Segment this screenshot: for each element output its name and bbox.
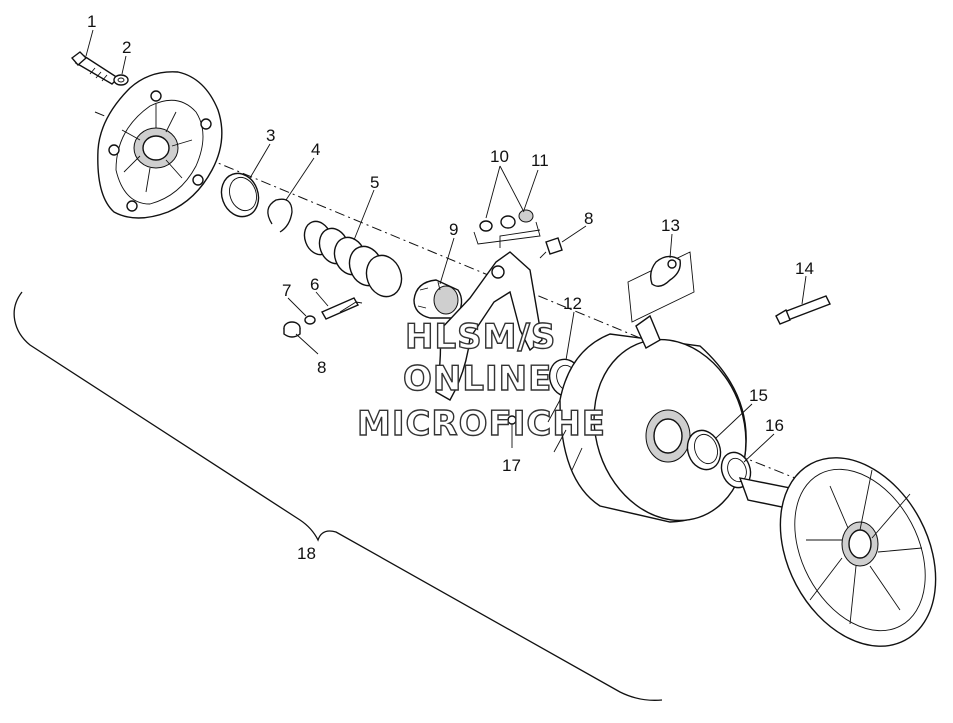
part-small-washer [304, 315, 316, 325]
part-cover-plate [97, 71, 223, 219]
watermark-line-3: MICROFICHE [357, 404, 606, 444]
callout-15: 15 [749, 386, 768, 405]
part-rollers [473, 209, 541, 245]
callout-16: 16 [765, 416, 784, 435]
part-screw [507, 415, 517, 440]
callout-7: 7 [282, 281, 291, 300]
callout-14: 14 [795, 259, 814, 278]
callout-13: 13 [661, 216, 680, 235]
part-spider-arm [435, 229, 543, 401]
part-moveable-sheave [547, 314, 747, 523]
part-spider [413, 279, 463, 319]
part-clip [627, 251, 695, 323]
callout-8-upper: 8 [584, 209, 593, 228]
callout-4: 4 [311, 140, 320, 159]
callout-10: 10 [490, 147, 509, 166]
callout-2: 2 [122, 38, 131, 57]
part-button-lower [283, 321, 301, 338]
callout-12: 12 [563, 294, 582, 313]
part-bolt [70, 51, 120, 85]
assembly-axis-line-lower [699, 439, 801, 481]
callout-17: 17 [502, 456, 521, 475]
part-bushing-upper [539, 237, 563, 259]
callout-1: 1 [87, 12, 96, 31]
assembly-bracket [13, 291, 663, 701]
part-spring [303, 220, 403, 298]
part-bushing-15 [686, 429, 722, 471]
callout-3: 3 [266, 126, 275, 145]
leader-lines [85, 29, 807, 463]
callout-5: 5 [370, 173, 379, 192]
callout-9: 9 [449, 220, 458, 239]
part-pin [321, 297, 363, 320]
part-stationary-sheave [738, 457, 937, 647]
part-snap-ring [267, 198, 293, 233]
callout-11: 11 [531, 151, 549, 170]
part-shaft-pin [775, 295, 831, 325]
callout-18: 18 [297, 544, 316, 563]
part-washer [113, 74, 129, 86]
watermark-line-1: HLSM/S [405, 317, 556, 357]
watermark-line-2: ONLINE [403, 359, 552, 399]
assembly-axis-line [94, 111, 641, 339]
part-bushing [220, 172, 260, 218]
callout-6: 6 [310, 275, 319, 294]
callout-8-lower: 8 [317, 358, 326, 377]
